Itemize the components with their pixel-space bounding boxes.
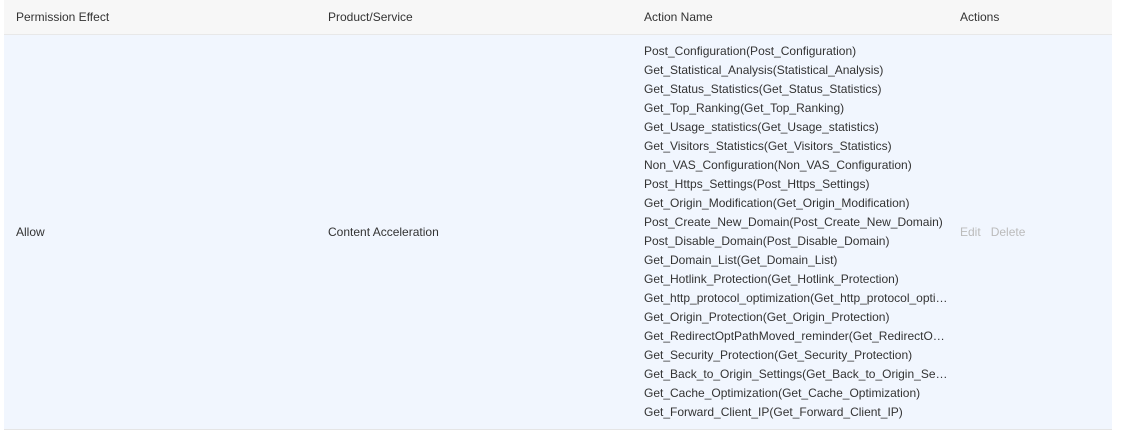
column-header-permission-effect: Permission Effect [16,10,110,24]
action-name-item: Get_Statistical_Analysis(Statistical_Ana… [644,63,884,77]
permission-effect-cell: Allow [16,35,45,429]
action-name-item: Post_Configuration(Post_Configuration) [644,44,857,58]
product-service-value: Content Acceleration [328,225,439,239]
table-row: Allow Content Acceleration Post_Configur… [4,35,1112,430]
row-actions-cell: Edit Delete [960,35,1035,429]
action-name-item: Get_RedirectOptPathMoved_reminder(Get_Re… [644,329,948,343]
action-name-list: Post_Configuration(Post_Configuration) G… [644,42,948,422]
action-name-item: Get_Back_to_Origin_Settings(Get_Back_to_… [644,367,948,381]
action-name-item: Get_Usage_statistics(Get_Usage_statistic… [644,120,879,134]
delete-button[interactable]: Delete [990,225,1026,239]
action-name-item: Get_Domain_List(Get_Domain_List) [644,253,838,267]
edit-button[interactable]: Edit [960,225,981,239]
action-name-item: Get_Security_Protection(Get_Security_Pro… [644,348,913,362]
column-header-action-name: Action Name [644,10,713,24]
permission-effect-value: Allow [16,225,45,239]
action-name-item: Get_Origin_Modification(Get_Origin_Modif… [644,196,910,210]
action-name-item: Get_http_protocol_optimization(Get_http_… [644,291,948,305]
action-name-item: Non_VAS_Configuration(Non_VAS_Configurat… [644,158,912,172]
action-name-item: Get_Hotlink_Protection(Get_Hotlink_Prote… [644,272,899,286]
action-name-item: Post_Https_Settings(Post_Https_Settings) [644,177,870,191]
action-name-item: Get_Cache_Optimization(Get_Cache_Optimiz… [644,386,921,400]
permission-table: Permission Effect Product/Service Action… [4,0,1112,430]
action-name-item: Post_Disable_Domain(Post_Disable_Domain) [644,234,890,248]
column-header-product-service: Product/Service [328,10,413,24]
action-name-item: Get_Top_Ranking(Get_Top_Ranking) [644,101,845,115]
action-name-item: Post_Create_New_Domain(Post_Create_New_D… [644,215,943,229]
action-name-item: Get_Origin_Protection(Get_Origin_Protect… [644,310,890,324]
action-name-item: Get_Forward_Client_IP(Get_Forward_Client… [644,405,903,419]
column-header-actions: Actions [960,10,1000,24]
table-header: Permission Effect Product/Service Action… [4,0,1112,35]
product-service-cell: Content Acceleration [328,35,439,429]
action-name-item: Get_Status_Statistics(Get_Status_Statist… [644,82,882,96]
action-name-item: Get_Visitors_Statistics(Get_Visitors_Sta… [644,139,892,153]
